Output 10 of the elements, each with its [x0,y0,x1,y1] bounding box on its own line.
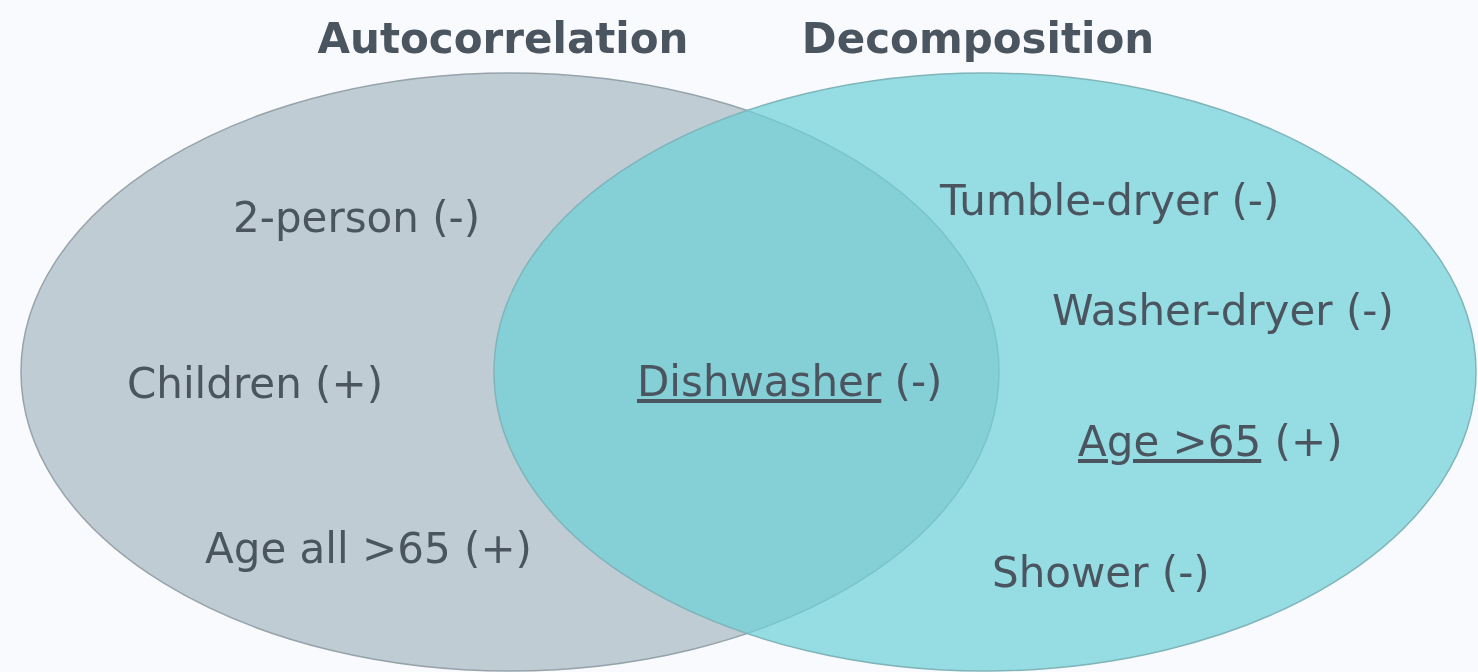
item-label: Dishwasher (-) [637,361,943,403]
item-label: Tumble-dryer (-) [940,180,1280,222]
item-label: Washer-dryer (-) [1052,290,1394,332]
item-label: Age all >65 (+) [205,528,532,570]
item-label: Children (+) [127,363,384,405]
set-heading: Autocorrelation [317,14,689,63]
set-heading: Decomposition [801,14,1155,63]
item-label: 2-person (-) [233,197,481,239]
item-label: Age >65 (+) [1078,421,1343,463]
item-label: Shower (-) [992,552,1210,594]
